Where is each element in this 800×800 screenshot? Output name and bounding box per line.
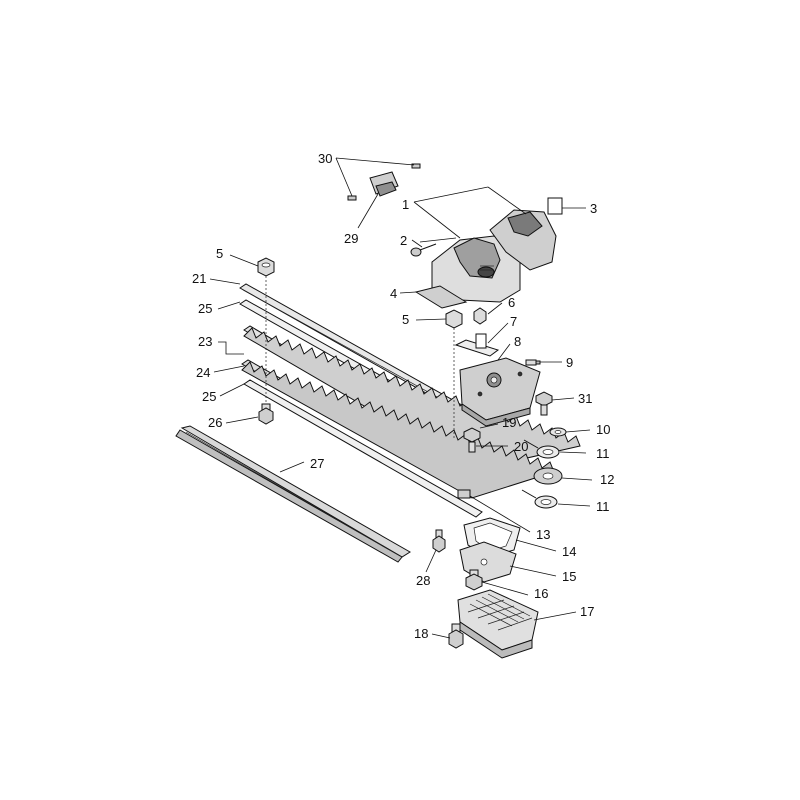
callout-27: 27 (310, 456, 324, 471)
grease-nipple-part (465, 569, 483, 591)
nut-part-2 (445, 309, 463, 440)
washer-part (549, 427, 567, 437)
callout-5a: 5 (216, 246, 223, 261)
rear-housing-part (489, 197, 563, 271)
guard-base-part (457, 589, 539, 659)
spacer-part-13 (457, 489, 471, 499)
callout-15: 15 (562, 569, 576, 584)
nut-part (257, 257, 275, 412)
callout-24: 24 (196, 365, 210, 380)
callout-23: 23 (198, 334, 212, 349)
leader-lines (209, 157, 593, 639)
callout-3: 3 (590, 201, 597, 216)
callout-20: 20 (514, 439, 528, 454)
callout-14: 14 (562, 544, 576, 559)
screw-part-9 (525, 359, 541, 366)
bolt-part-28 (432, 529, 446, 553)
small-nut-part (473, 307, 487, 325)
blade-cover-part (175, 425, 411, 563)
callout-1: 1 (402, 197, 409, 212)
callout-9: 9 (566, 355, 573, 370)
clip-part-2 (521, 489, 558, 509)
cutter-blade-lower-part (241, 359, 555, 499)
callout-25b: 25 (202, 389, 216, 404)
callout-6: 6 (508, 295, 515, 310)
callout-10: 10 (596, 422, 610, 437)
callout-18: 18 (414, 626, 428, 641)
callout-11b: 11 (596, 499, 610, 514)
cover-flap-part (414, 285, 468, 309)
callout-7: 7 (510, 314, 517, 329)
callout-19: 19 (502, 415, 516, 430)
callout-2: 2 (400, 233, 407, 248)
callout-5b: 5 (402, 312, 409, 327)
callout-12: 12 (600, 472, 614, 487)
callout-26: 26 (208, 415, 222, 430)
callout-31: 31 (578, 391, 592, 406)
callout-29: 29 (344, 231, 358, 246)
screw-part-2 (410, 243, 437, 257)
callout-30: 30 (318, 151, 332, 166)
spacer-strip-lower-part (243, 379, 483, 518)
callout-8: 8 (514, 334, 521, 349)
callout-4: 4 (390, 286, 397, 301)
clip-part (523, 439, 560, 459)
callout-labels: 1 2 3 4 5 5 6 7 8 9 10 11 11 12 13 14 15… (192, 151, 614, 641)
housing-part (431, 235, 521, 303)
callout-11a: 11 (596, 446, 610, 461)
callout-17: 17 (580, 604, 594, 619)
gear-part (533, 467, 563, 485)
bolt-part (258, 403, 274, 425)
bracket-part-29 (369, 171, 399, 197)
callout-13: 13 (536, 527, 550, 542)
callout-25a: 25 (198, 301, 212, 316)
bolt-part-31 (535, 391, 553, 416)
callout-28: 28 (416, 573, 430, 588)
callout-21: 21 (192, 271, 206, 286)
gear-case-part (459, 357, 541, 427)
bolt-part-18 (448, 623, 464, 649)
callout-16: 16 (534, 586, 548, 601)
plate-part (454, 333, 500, 357)
bolt-part-20 (463, 427, 481, 453)
